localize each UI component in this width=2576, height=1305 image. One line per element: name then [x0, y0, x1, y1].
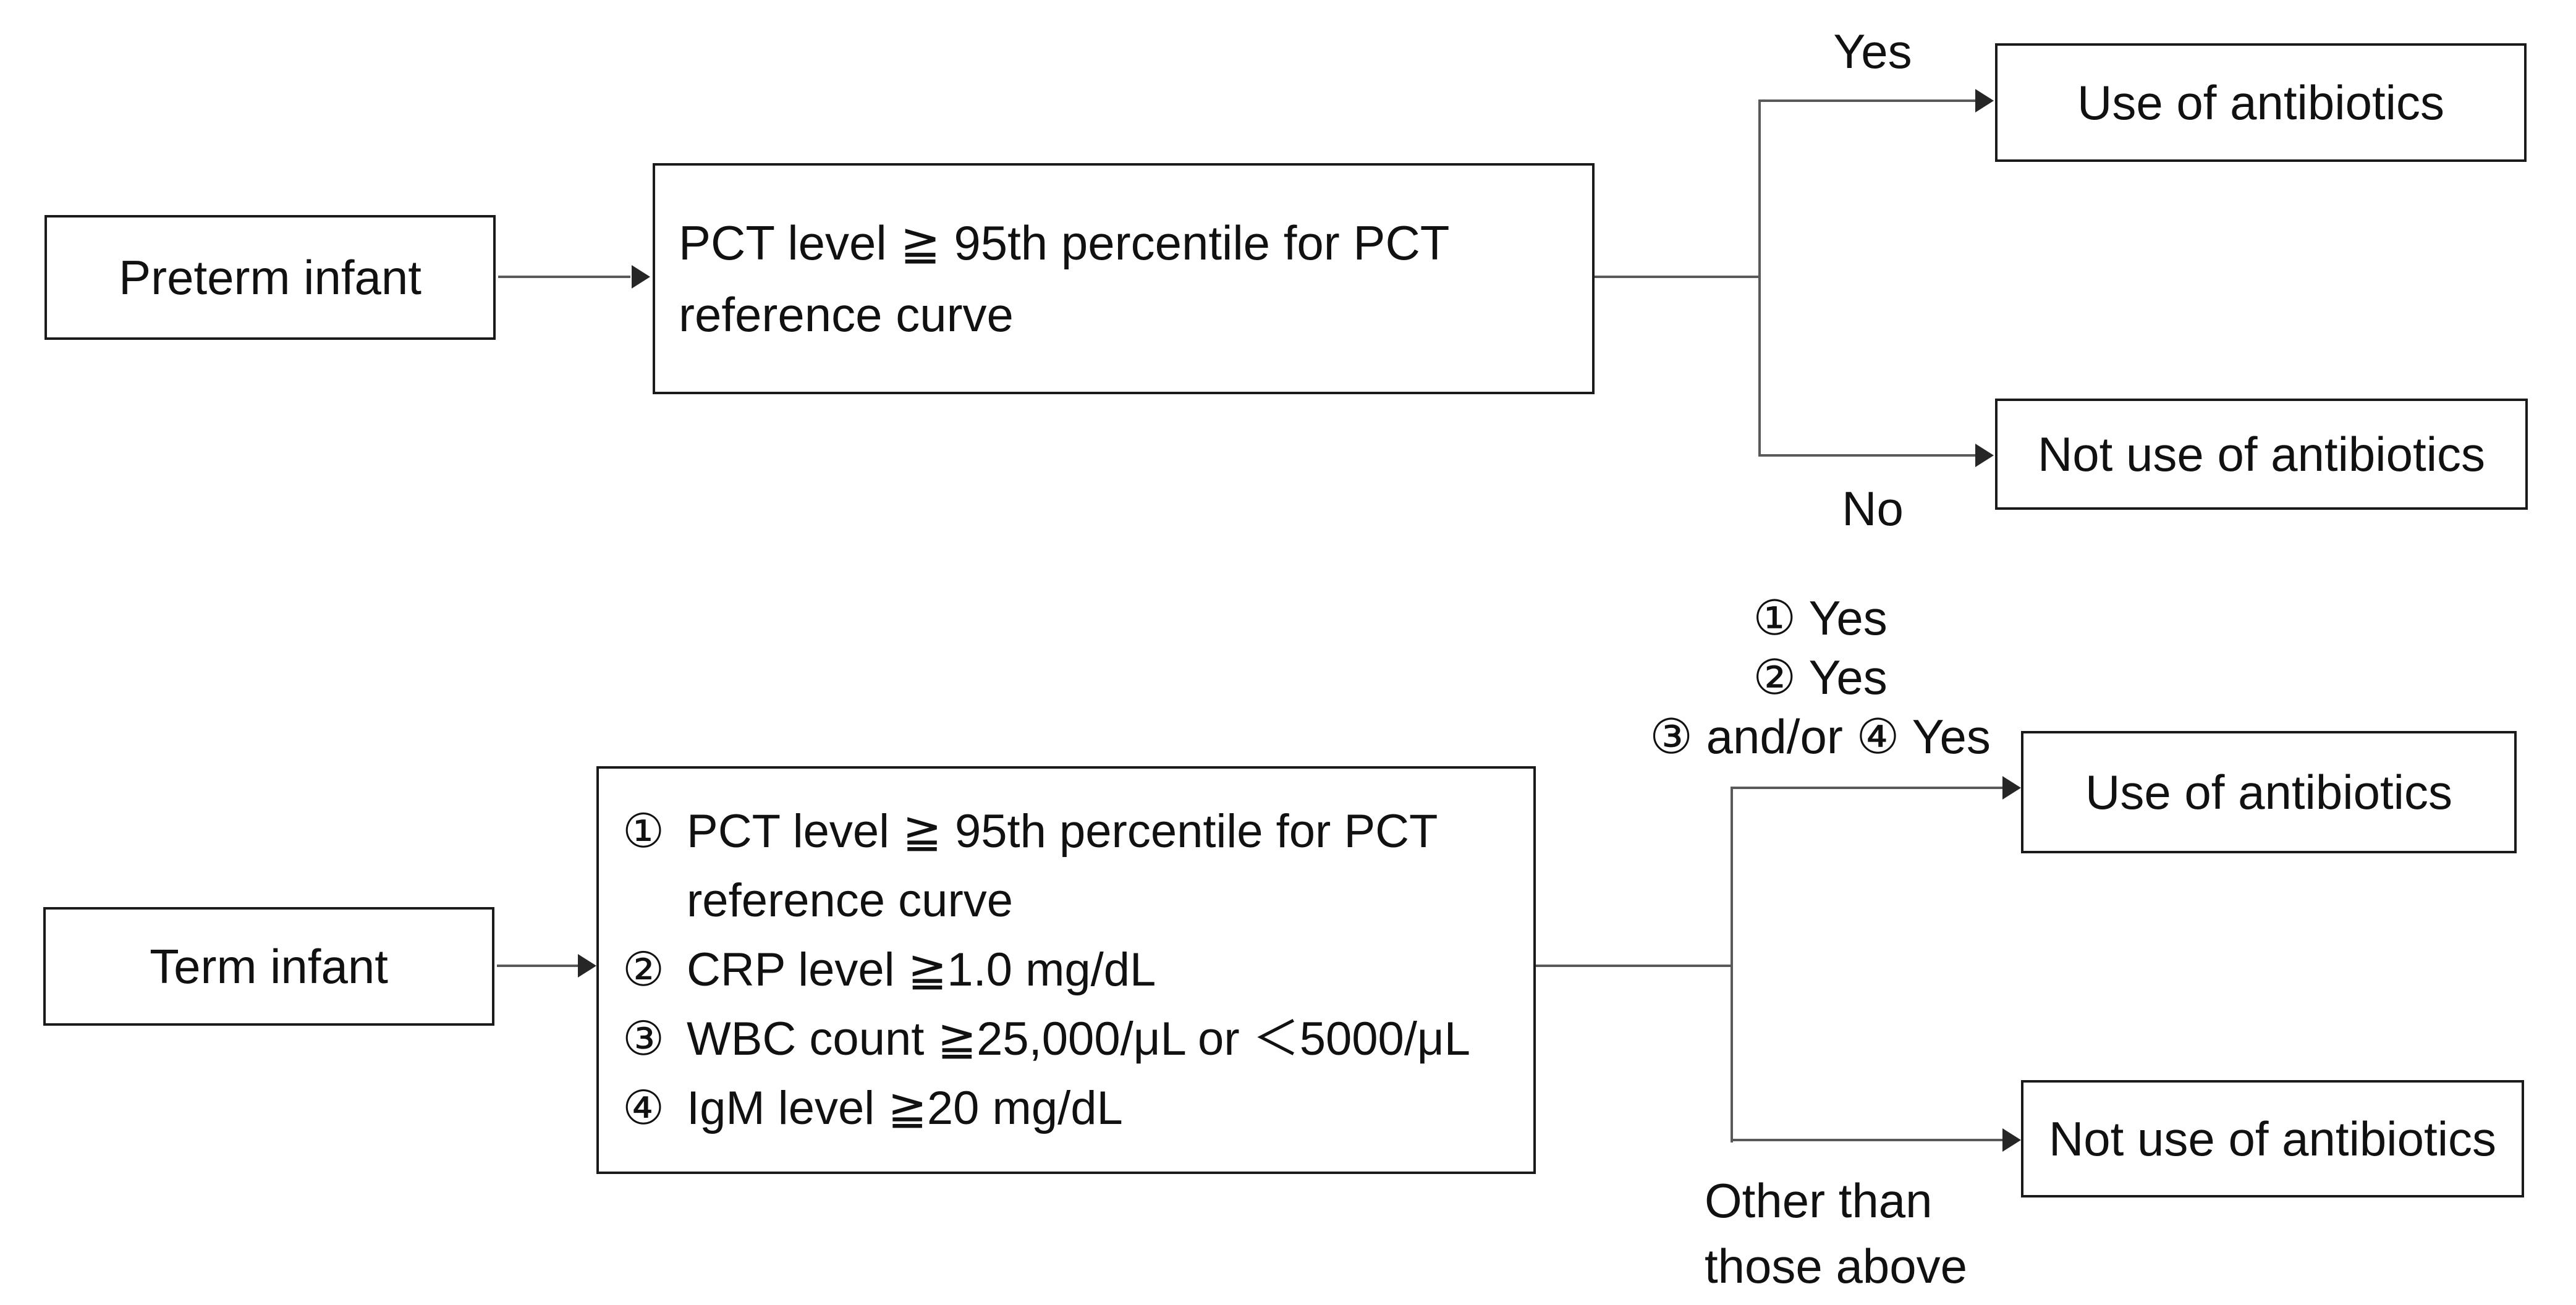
not-use-antibiotics-label: Not use of antibiotics — [2048, 1111, 2497, 1166]
term-branch-no-label: Other than those above — [1705, 1168, 2075, 1299]
connector-line — [497, 965, 579, 967]
connector-line — [498, 276, 630, 278]
criterion-number: ③ — [622, 1013, 665, 1065]
condition-line: PCT level ≧ 95th percentile for PCT — [679, 216, 1450, 270]
criterion-text: WBC count ≧25,000/μL or ＜5000/μL — [687, 1005, 1519, 1074]
criterion-text: IgM level ≧20 mg/dL — [687, 1074, 1519, 1143]
not-use-antibiotics-label: Not use of antibiotics — [2037, 426, 2486, 481]
branch-label-line: those above — [1705, 1239, 1968, 1293]
criterion-number: ④ — [622, 1082, 665, 1134]
criterion-item: ① PCT level ≧ 95th percentile for PCT re… — [622, 797, 1519, 935]
criterion-line: WBC count ≧25,000/μL or ＜5000/μL — [687, 1013, 1470, 1065]
preterm-branch-yes-label: Yes — [1833, 24, 1912, 78]
preterm-condition-text: PCT level ≧ 95th percentile for PCT refe… — [655, 207, 1449, 350]
arrow-right-icon — [2002, 1128, 2021, 1152]
use-antibiotics-box-preterm: Use of antibiotics — [1995, 43, 2527, 162]
arrow-right-icon — [632, 265, 650, 289]
criterion-number: ② — [622, 944, 665, 996]
criterion-line: PCT level ≧ 95th percentile for PCT — [687, 805, 1438, 858]
criterion-item: ③ WBC count ≧25,000/μL or ＜5000/μL — [622, 1005, 1519, 1074]
use-antibiotics-label: Use of antibiotics — [2077, 75, 2444, 130]
use-antibiotics-label: Use of antibiotics — [2085, 764, 2452, 819]
connector-line — [1731, 1139, 2005, 1141]
term-infant-label: Term infant — [150, 939, 388, 994]
criterion-line: reference curve — [687, 874, 1014, 927]
preterm-infant-label: Preterm infant — [119, 250, 422, 305]
criterion-text: PCT level ≧ 95th percentile for PCT refe… — [687, 797, 1519, 935]
branch-label-line: Other than — [1705, 1173, 1933, 1228]
arrow-right-icon — [578, 954, 596, 978]
connector-line — [1758, 99, 1978, 102]
connector-line — [1731, 788, 1733, 1142]
preterm-condition-box: PCT level ≧ 95th percentile for PCT refe… — [653, 163, 1595, 394]
arrow-right-icon — [1975, 89, 1994, 112]
condition-line: reference curve — [679, 287, 1014, 342]
criterion-line: IgM level ≧20 mg/dL — [687, 1082, 1123, 1134]
connector-line — [1758, 101, 1761, 457]
use-antibiotics-box-term: Use of antibiotics — [2021, 731, 2517, 853]
criterion-line: CRP level ≧1.0 mg/dL — [687, 944, 1156, 996]
criterion-text: CRP level ≧1.0 mg/dL — [687, 935, 1519, 1005]
branch-label-line: ③ and/or ④ Yes — [1650, 709, 1991, 764]
arrow-right-icon — [1975, 444, 1994, 467]
connector-line — [1595, 276, 1761, 278]
not-use-antibiotics-box-term: Not use of antibiotics — [2021, 1080, 2524, 1197]
connector-line — [1731, 787, 2005, 789]
criterion-item: ④ IgM level ≧20 mg/dL — [622, 1074, 1519, 1143]
criterion-item: ② CRP level ≧1.0 mg/dL — [622, 935, 1519, 1005]
criterion-number: ① — [622, 805, 665, 858]
arrow-right-icon — [2002, 776, 2021, 800]
connector-line — [1758, 454, 1978, 457]
preterm-branch-no-label: No — [1842, 481, 1904, 536]
connector-line — [1536, 965, 1732, 967]
preterm-infant-box: Preterm infant — [44, 215, 496, 340]
branch-label-line: ② Yes — [1753, 650, 1888, 704]
not-use-antibiotics-box-preterm: Not use of antibiotics — [1995, 399, 2528, 510]
term-branch-yes-label: ① Yes ② Yes ③ and/or ④ Yes — [1610, 588, 2030, 766]
branch-label-line: ① Yes — [1753, 591, 1888, 645]
term-infant-box: Term infant — [43, 907, 494, 1026]
term-criteria-box: ① PCT level ≧ 95th percentile for PCT re… — [596, 766, 1536, 1174]
